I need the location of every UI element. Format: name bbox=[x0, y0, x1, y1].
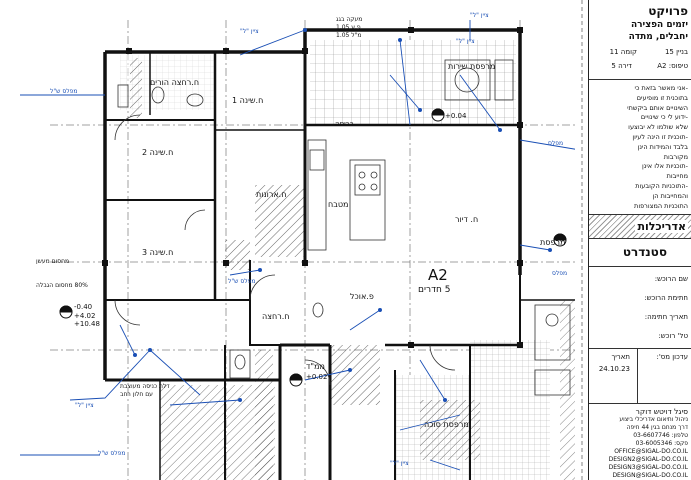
note-line: מחייבות bbox=[666, 172, 688, 181]
side-note: 80% מחסום הגבלה bbox=[36, 282, 88, 289]
date-label: תאריך חתימה: bbox=[644, 313, 688, 321]
architecture-label: אדריכלות bbox=[635, 220, 688, 233]
revision-label: עדכון מס': bbox=[656, 353, 688, 361]
office-phone-2: 03-6005346 :פקס bbox=[635, 440, 688, 447]
top-note-2: פ.ע 1.05 bbox=[336, 24, 361, 31]
side-note-2: מחסום מעשן bbox=[36, 258, 70, 265]
project-name: יזמים הפצירה bbox=[630, 20, 688, 30]
room-label-laundry: כביסה bbox=[335, 120, 354, 128]
level-balcony: +0.04 bbox=[445, 112, 467, 120]
room-label-bedroom3: ח.שינה 3 bbox=[142, 248, 174, 257]
unit-rooms-label: 5 חדרים bbox=[418, 285, 451, 295]
service-balcony-tiles bbox=[310, 40, 516, 126]
note-line: -אני מאשר בזאת כי bbox=[634, 84, 689, 92]
note-line: -תוכנית זו הינה לעיון bbox=[632, 132, 688, 141]
office-phone-1: 03-6607746 :טלפון bbox=[633, 432, 688, 439]
blue-note-4: מפלס bbox=[552, 270, 568, 277]
note-line: -התוכניות הקובעות bbox=[635, 181, 688, 190]
revision-date: 24.10.23 bbox=[598, 365, 630, 373]
top-note: מעקה בגג bbox=[336, 16, 363, 23]
architecture-section: אדריכלות bbox=[589, 215, 691, 239]
wardrobe-hatch bbox=[255, 185, 305, 257]
buyer-signature-label: חתימת הרוכש: bbox=[644, 294, 688, 302]
note-line: מקורבות bbox=[663, 152, 688, 161]
office-name: סיגל דויטש דוקר bbox=[635, 407, 688, 416]
blue-note-9: ציין "ל" bbox=[470, 12, 489, 19]
floor-plan-drawing bbox=[20, 0, 583, 480]
office-address: דרך מנחם בגין 44 חיפה bbox=[626, 424, 688, 431]
room-label-dining: פ.אוכל bbox=[350, 292, 374, 301]
mamad-level: +0.02 bbox=[306, 373, 328, 381]
blue-note-2: מפלס ש"ל bbox=[98, 450, 126, 457]
room-label-master-bathroom: ח.רחצה הורים bbox=[150, 78, 200, 87]
phone-label: טל' רוכש: bbox=[658, 332, 688, 340]
email-4: DESIGN@SIGAL-DO.CO.IL bbox=[612, 472, 688, 479]
blue-note-7: ציין "ל" bbox=[75, 402, 94, 409]
unit-type-label: A2 bbox=[428, 266, 448, 284]
standard-label: סטנדרט bbox=[622, 245, 667, 259]
email-2: DESIGN2@SIGAL-DO.CO.IL bbox=[608, 456, 688, 463]
project-name-2: יחבלים, מתדה bbox=[628, 32, 688, 42]
blue-note-8: מפלס ש"ל bbox=[228, 278, 256, 285]
level-entry-plus1: +4.02 bbox=[74, 312, 96, 320]
note-line: בתוכנית זו מופיעים bbox=[636, 93, 688, 102]
room-label-sukkah-balcony: מרפסת סוכה bbox=[424, 420, 469, 429]
standard-section: סטנדרט bbox=[589, 239, 691, 267]
buyer-section: שם הרוכש: חתימת הרוכש: תאריך חתימה: טל' … bbox=[589, 267, 691, 349]
title-block: פרויקט יזמים הפצירה יחבלים, מתדה בניין 1… bbox=[588, 0, 691, 480]
room-label-mamad: ממ"ד bbox=[306, 362, 325, 371]
room-label-service-balcony: מרפסת שירות bbox=[448, 62, 496, 71]
room-label-kitchen: מטבח bbox=[328, 200, 349, 209]
note-line: השינויים אותם ביקשתי bbox=[627, 103, 688, 112]
floor-label: קומה 11 bbox=[609, 48, 637, 56]
apartment-label: דירה 5 bbox=[611, 62, 632, 70]
project-label: פרויקט bbox=[648, 4, 688, 18]
room-label-balcony: מרפסת bbox=[540, 238, 566, 247]
project-section: פרויקט יזמים הפצירה יחבלים, מתדה בניין 1… bbox=[589, 0, 691, 80]
blue-note-3: מפלס bbox=[548, 140, 564, 147]
revision-date-label: תאריך bbox=[611, 353, 630, 361]
note-line: שלא שולמו לא יבוצעו bbox=[628, 123, 688, 132]
typology-label: טיפוס: A2 bbox=[657, 62, 688, 70]
room-label-bathroom: ח.רחצה bbox=[262, 312, 290, 321]
note-line: -תוכניות אלו אינן bbox=[641, 162, 688, 171]
email-1: OFFICE@SIGAL-DO.CO.IL bbox=[614, 448, 688, 455]
blue-note-5: ציין "ל" bbox=[240, 28, 259, 35]
note-line: בלבד והמידות הינן bbox=[637, 142, 688, 151]
note-line: והמחייבות הן bbox=[652, 191, 688, 200]
top-note-3: מ"ל 1.05 bbox=[336, 32, 362, 39]
room-label-dressing: ח.ארונות bbox=[256, 190, 287, 199]
level-entry-minus: -0.40 bbox=[74, 303, 93, 311]
note-line: -ידוע לי כי שינויים bbox=[640, 113, 688, 122]
building-label: בניין 15 bbox=[664, 48, 688, 56]
room-label-living: ח. דיור bbox=[455, 215, 479, 224]
room-label-bedroom2: ח.שינה 2 bbox=[142, 148, 174, 157]
office-desc: ניהול ותיאום אדריכלי ביצוע bbox=[619, 416, 688, 423]
office-section: סיגל דויטש דוקר ניהול ותיאום אדריכלי ביצ… bbox=[589, 404, 691, 480]
room-label-bedroom1: ח.שינה 1 bbox=[232, 96, 264, 105]
blue-note-6: ציין "ל" bbox=[456, 38, 475, 45]
email-3: DESIGN3@SIGAL-DO.CO.IL bbox=[608, 464, 688, 471]
blue-note-1: מפלס ש"ל bbox=[50, 88, 78, 95]
walls bbox=[103, 28, 581, 480]
blue-note-10: ציין "ל" bbox=[390, 460, 409, 467]
door-note: דלת כניסה מעוצבת bbox=[120, 383, 170, 390]
door-note-2: עם חלון רחב bbox=[120, 391, 153, 398]
level-entry-plus2: +10.48 bbox=[74, 320, 100, 328]
note-line: התוכניות המצורפות bbox=[634, 201, 688, 210]
buyer-name-label: שם הרוכש: bbox=[654, 275, 688, 283]
revision-section: עדכון מס': תאריך 24.10.23 bbox=[589, 349, 691, 404]
